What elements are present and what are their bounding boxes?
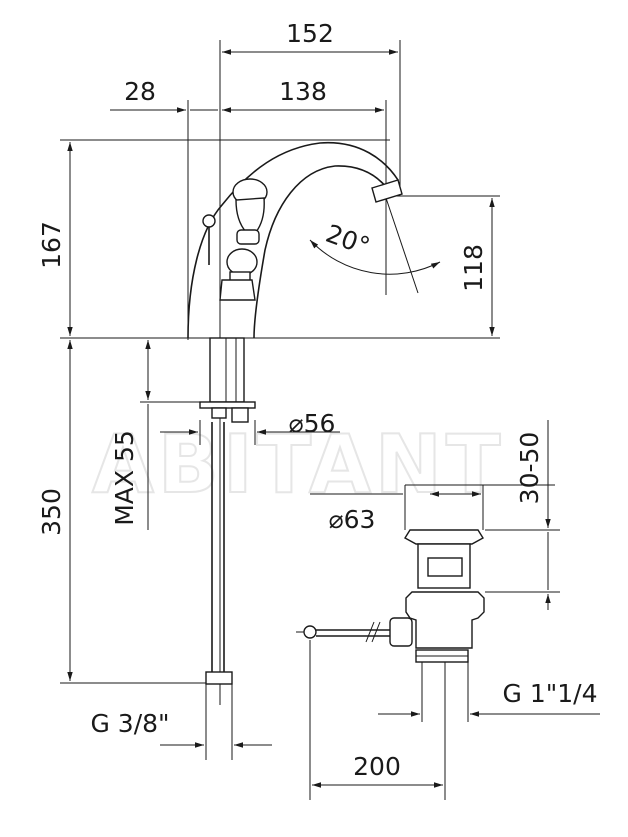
dim-28-label: 28	[124, 77, 156, 106]
dim-dia63-label: ⌀63	[329, 505, 376, 534]
dim-152-label: 152	[286, 19, 334, 48]
faucet-body	[187, 141, 403, 339]
dim-118-label: 118	[459, 244, 488, 292]
dim-167-label: 167	[37, 221, 66, 269]
dim-dia56-label: ⌀56	[289, 409, 336, 438]
extension-lines	[60, 40, 560, 800]
angle-20-label: 20°	[322, 219, 374, 261]
dim-200-label: 200	[353, 752, 401, 781]
dim-350-label: 350	[37, 488, 66, 536]
dim-max55-label: MAX 55	[110, 430, 139, 526]
dimension-labels: 152 28 138 167 20° 118 350 MAX 55 ⌀56 30…	[37, 19, 597, 781]
popup-waste	[296, 529, 485, 663]
dimension-lines	[67, 49, 600, 788]
dim-g38-label: G 3/8"	[90, 709, 169, 738]
dim-g114-label: G 1"1/4	[503, 679, 598, 708]
mounting-shank	[199, 337, 256, 685]
dim-30-50-label: 30-50	[515, 432, 544, 505]
dim-138-label: 138	[279, 77, 327, 106]
